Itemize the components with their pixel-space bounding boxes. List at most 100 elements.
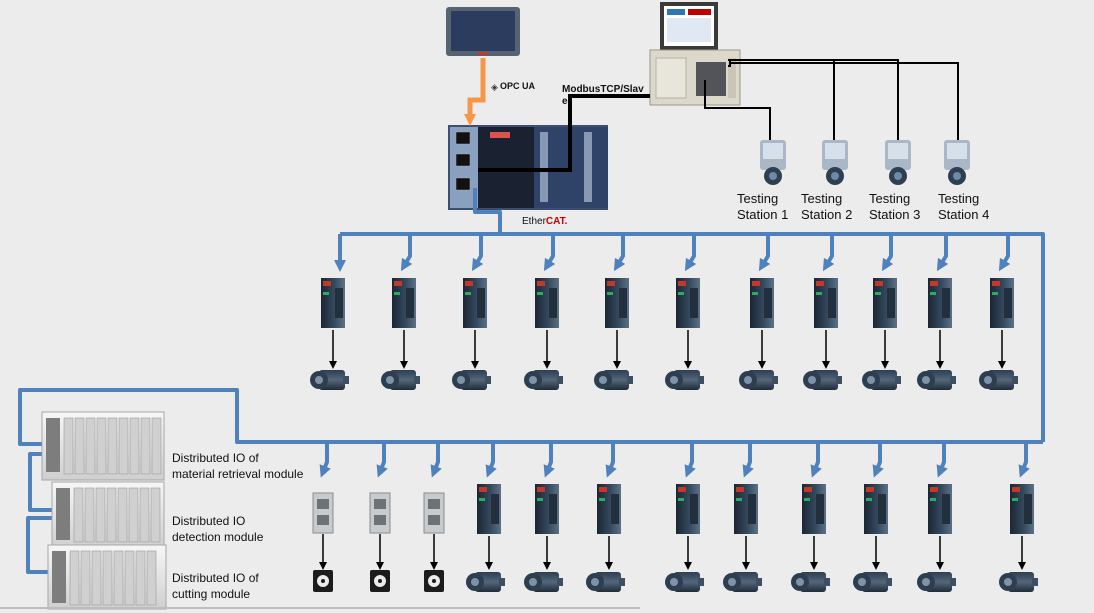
testing-station-1-line2: Station 1	[737, 207, 789, 222]
testing-station-3-line2: Station 3	[869, 207, 921, 222]
bus-drop-upper-3	[471, 234, 484, 272]
bus-drop-lower-9	[810, 442, 822, 478]
servo-motor-upper-8	[803, 370, 842, 390]
camera-icon	[944, 140, 970, 185]
io-cutting-label: Distributed IO of cutting module	[172, 570, 259, 602]
io-coupler-3	[423, 492, 445, 534]
bus-drop-upper-11	[998, 234, 1011, 272]
servo-motor-upper-5	[594, 370, 633, 390]
servo-drive-upper-3	[463, 278, 487, 328]
servo-drive-upper-5	[605, 278, 629, 328]
io-coupler-2	[369, 492, 391, 534]
servo-drive-lower-9	[1010, 484, 1034, 534]
servo-motor-upper-1	[310, 370, 349, 390]
io-rack-material	[41, 411, 165, 481]
servo-drive-upper-8	[814, 278, 838, 328]
modbus-link	[478, 94, 650, 172]
servo-drive-upper-4	[535, 278, 559, 328]
servo-motor-lower-2	[524, 572, 563, 592]
bus-drop-upper-10	[936, 234, 949, 272]
io-material-label: Distributed IO of material retrieval mod…	[172, 450, 303, 482]
servo-drive-upper-7	[750, 278, 774, 328]
bus-drop-lower-6	[605, 442, 617, 478]
stepper-motor-1	[313, 570, 333, 592]
io-material-line1: Distributed IO of	[172, 451, 259, 465]
drives-layer	[310, 278, 1038, 592]
servo-drive-lower-6	[802, 484, 826, 534]
camera-icon	[885, 140, 911, 185]
io-cutting-line1: Distributed IO of	[172, 571, 259, 585]
servo-drive-lower-5	[734, 484, 758, 534]
modbus-label-line2: e	[562, 96, 568, 107]
servo-drive-upper-9	[873, 278, 897, 328]
testing-station-2-label: Testing Station 2	[801, 191, 852, 223]
servo-motor-upper-11	[979, 370, 1018, 390]
testing-station-1-label: Testing Station 1	[737, 191, 788, 223]
ethercat-bus	[18, 188, 1045, 574]
servo-motor-lower-6	[791, 572, 830, 592]
servo-motor-upper-7	[739, 370, 778, 390]
testing-station-1-line1: Testing	[737, 191, 779, 206]
opc-ua-logo-icon: ◈	[491, 82, 498, 92]
servo-drive-lower-7	[864, 484, 888, 534]
ethercat-label-suffix: CAT.	[545, 216, 568, 227]
io-coupler-1	[312, 492, 334, 534]
servo-motor-lower-7	[853, 572, 892, 592]
servo-drive-upper-1	[321, 278, 345, 328]
bus-drop-upper-6	[684, 234, 697, 272]
opc-ua-label: OPC UA	[500, 81, 536, 91]
testing-station-2-line2: Station 2	[801, 207, 853, 222]
bus-drop-lower-5	[543, 442, 555, 478]
servo-drive-lower-1	[477, 484, 501, 534]
io-rack-cutting	[47, 544, 167, 610]
stepper-motor-2	[370, 570, 390, 592]
industrial-pc	[649, 2, 741, 106]
bus-drop-upper-7	[758, 234, 771, 272]
testing-station-4-line1: Testing	[938, 191, 980, 206]
plc-controller	[448, 125, 608, 210]
io-detection-line2: detection module	[172, 530, 264, 544]
servo-drive-lower-8	[928, 484, 952, 534]
camera-icon	[822, 140, 848, 185]
modbus-label-line1: ModbusTCP/Slav	[562, 84, 644, 95]
camera-icon	[760, 140, 786, 185]
servo-motor-upper-3	[452, 370, 491, 390]
testing-station-3-line1: Testing	[869, 191, 911, 206]
hmi-panel	[446, 7, 520, 56]
servo-motor-upper-2	[381, 370, 420, 390]
bus-drop-upper-8	[822, 234, 835, 272]
servo-drive-lower-3	[597, 484, 621, 534]
testing-station-2-line1: Testing	[801, 191, 843, 206]
testing-station-3-label: Testing Station 3	[869, 191, 920, 223]
servo-drive-upper-2	[392, 278, 416, 328]
servo-motor-lower-8	[917, 572, 956, 592]
io-cutting-line2: cutting module	[172, 587, 251, 601]
servo-motor-upper-4	[524, 370, 563, 390]
servo-motor-upper-6	[665, 370, 704, 390]
io-rack-detection	[51, 481, 165, 549]
bus-drop-lower-2	[376, 442, 388, 478]
ethercat-label-prefix: Ether	[522, 216, 546, 227]
servo-motor-upper-9	[862, 370, 901, 390]
opc-link	[464, 58, 486, 126]
servo-motor-lower-5	[723, 572, 762, 592]
io-detection-line1: Distributed IO	[172, 514, 246, 528]
bus-drop-lower-8	[742, 442, 754, 478]
bus-drop-upper-9	[881, 234, 894, 272]
modbus-label: ModbusTCP/Slav e	[562, 84, 644, 108]
servo-drive-lower-2	[535, 484, 559, 534]
bus-drop-lower-12	[1018, 442, 1030, 478]
servo-drive-upper-10	[928, 278, 952, 328]
ethercat-label: EtherCAT.	[522, 216, 567, 227]
servo-motor-lower-4	[665, 572, 704, 592]
servo-motor-lower-9	[999, 572, 1038, 592]
io-detection-label: Distributed IO detection module	[172, 513, 263, 545]
bus-drop-lower-3	[430, 442, 442, 478]
io-material-line2: material retrieval module	[172, 467, 304, 481]
testing-station-4-label: Testing Station 4	[938, 191, 989, 223]
bus-drop-lower-7	[684, 442, 696, 478]
servo-motor-lower-1	[466, 572, 505, 592]
bus-drop-upper-2	[400, 234, 413, 272]
bus-drop-lower-4	[485, 442, 497, 478]
